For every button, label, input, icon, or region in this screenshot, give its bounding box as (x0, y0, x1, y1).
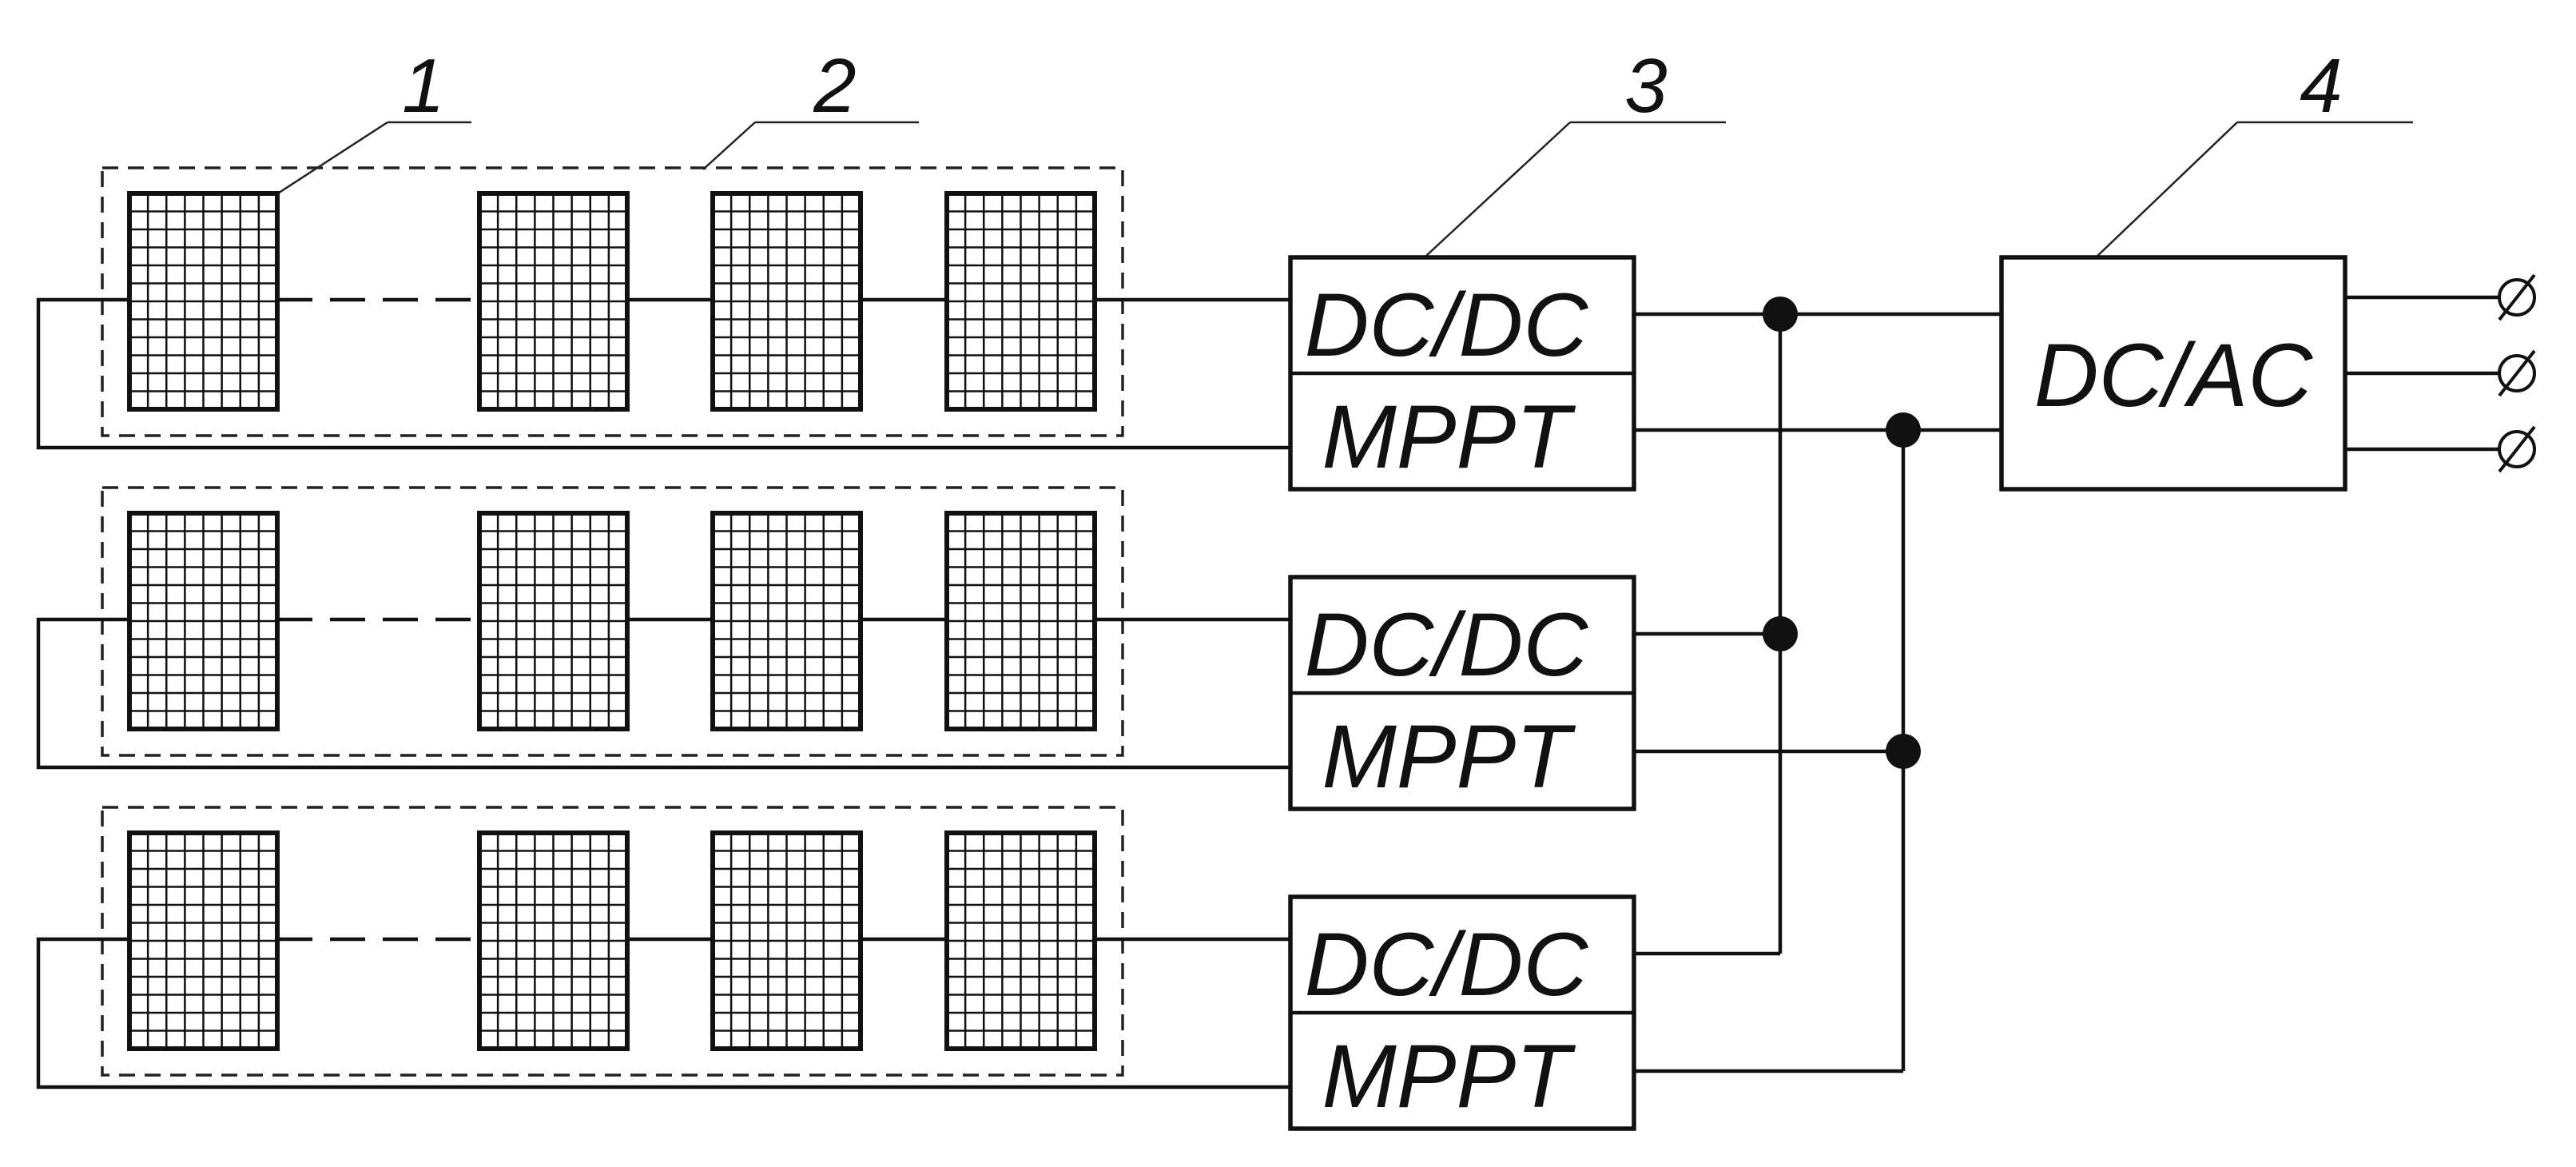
callout-3-label: 3 (1624, 43, 1667, 129)
solar-panel (710, 511, 863, 731)
string-enclosure (101, 166, 1124, 437)
callout-4: 4 (2093, 43, 2413, 261)
string-return-wire (36, 297, 1290, 450)
converter-2-top-label: DC/DC (1305, 595, 1589, 695)
inverter-label: DC/AC (2034, 325, 2314, 425)
ac-terminal-2 (2345, 349, 2536, 397)
solar-panel (127, 191, 280, 412)
junction-dot (1886, 734, 1921, 769)
converter-3-bottom-label: MPPT (1322, 1026, 1576, 1126)
ac-terminal-1 (2345, 273, 2536, 321)
pv-string-1 (36, 166, 1290, 450)
converter-1-top-label: DC/DC (1305, 275, 1589, 375)
callout-3-leader (1425, 121, 1571, 257)
string-return-wire (36, 617, 1290, 770)
pv-string-2 (36, 486, 1290, 770)
callout-1: 1 (187, 43, 471, 253)
solar-panel (710, 830, 863, 1051)
solar-panel (127, 830, 280, 1051)
terminal-slash (2498, 425, 2536, 473)
converter-1: DC/DC MPPT (1288, 255, 1636, 492)
dc-bus (1634, 297, 2002, 1073)
solar-panel (944, 830, 1097, 1051)
solar-panel (477, 191, 630, 412)
ac-terminal-3 (2345, 425, 2536, 473)
junction-dot (1763, 616, 1798, 651)
pv-strings (36, 166, 1290, 1089)
solar-panel (944, 511, 1097, 731)
solar-panel (477, 830, 630, 1051)
callout-2: 2 (702, 43, 919, 170)
inverter: DC/AC (1999, 255, 2347, 492)
callout-4-leader (2093, 121, 2238, 261)
callout-4-label: 4 (2300, 43, 2342, 129)
converter-2: DC/DC MPPT (1288, 575, 1636, 811)
string-enclosure (101, 486, 1124, 757)
string-enclosure (101, 806, 1124, 1077)
callout-2-leader (702, 121, 756, 170)
converter-2-bottom-label: MPPT (1322, 707, 1576, 807)
callout-3: 3 (1425, 43, 1726, 257)
terminal-slash (2498, 273, 2536, 321)
converter-1-bottom-label: MPPT (1322, 387, 1576, 487)
solar-panel (477, 511, 630, 731)
callout-1-label: 1 (402, 43, 444, 129)
solar-panel (127, 511, 280, 731)
pv-string-3 (36, 806, 1290, 1089)
solar-panel (710, 191, 863, 412)
ac-output-terminals (2345, 273, 2536, 473)
callout-2-label: 2 (813, 43, 856, 129)
junction-dot (1763, 297, 1798, 332)
converter-3: DC/DC MPPT (1288, 894, 1636, 1131)
string-return-wire (36, 937, 1290, 1089)
terminal-slash (2498, 349, 2536, 397)
junction-dot (1886, 412, 1921, 448)
converter-3-top-label: DC/DC (1305, 914, 1589, 1014)
solar-panel (944, 191, 1097, 412)
